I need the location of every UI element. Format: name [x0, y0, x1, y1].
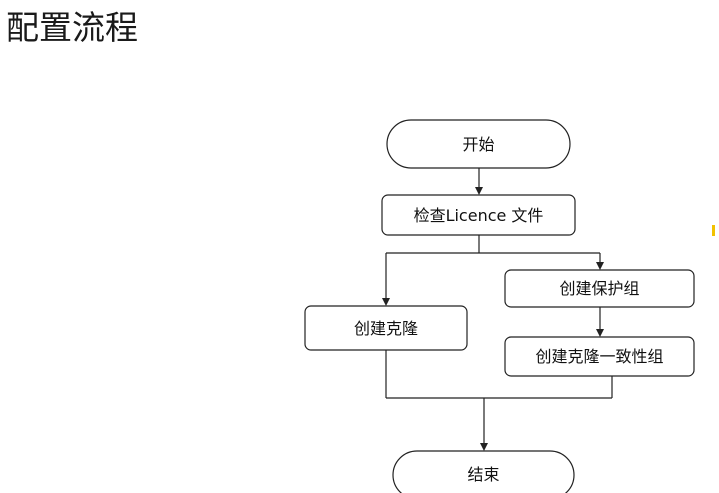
node-create-protection-group-label: 创建保护组 [559, 279, 639, 298]
node-start-label: 开始 [462, 135, 494, 154]
node-create-consistency-group: 创建克隆一致性组 [504, 336, 695, 377]
node-create-protection-group: 创建保护组 [504, 269, 695, 308]
arrow-split-clone [382, 298, 390, 306]
arrow-split-protection [596, 262, 604, 270]
accent-mark [712, 225, 715, 236]
connectors [382, 168, 613, 451]
node-start: 开始 [386, 119, 571, 169]
node-check-license-label: 检查Licence 文件 [414, 206, 544, 225]
page-title: 配置流程 [6, 8, 138, 47]
node-end: 结束 [392, 450, 575, 493]
arrow-merge-end [480, 443, 488, 451]
node-create-clone-label: 创建克隆 [354, 319, 418, 338]
node-create-consistency-group-label: 创建克隆一致性组 [535, 347, 663, 366]
node-create-clone: 创建克隆 [304, 305, 468, 351]
arrow-protection-consistency [596, 329, 604, 337]
arrow-start-check [475, 187, 483, 195]
node-end-label: 结束 [467, 465, 499, 484]
node-check-license: 检查Licence 文件 [381, 194, 576, 236]
